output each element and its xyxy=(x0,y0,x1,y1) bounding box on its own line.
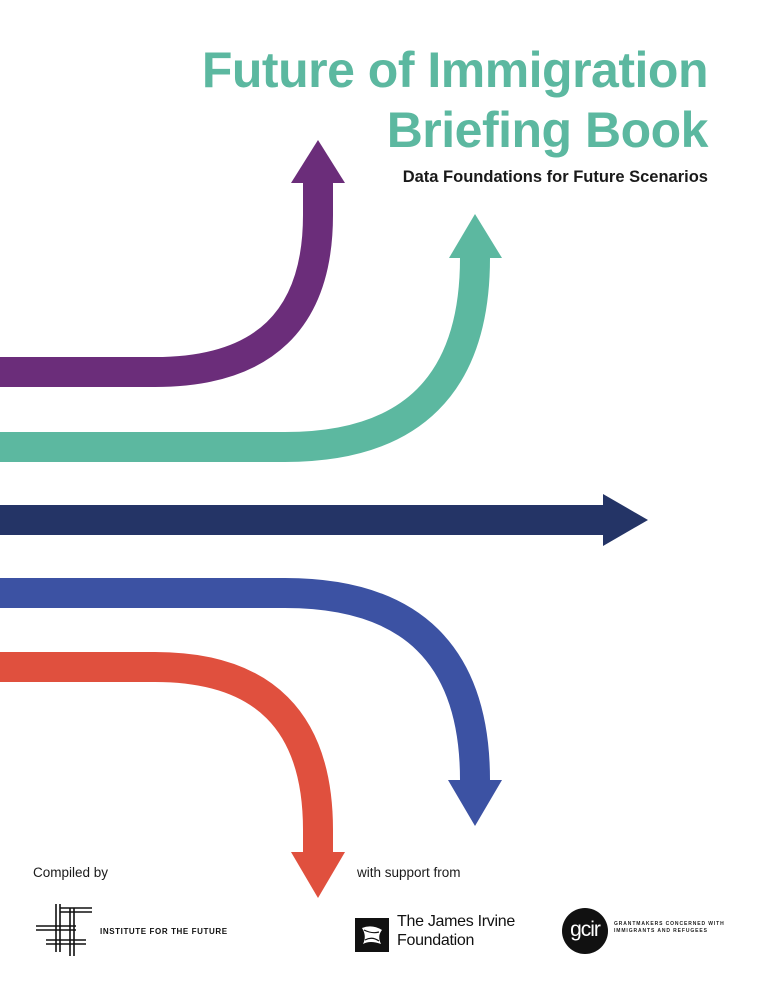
support-from-label: with support from xyxy=(357,865,461,880)
red-arrow xyxy=(0,652,345,898)
cover-title-line-2: Briefing Book xyxy=(386,102,709,158)
gcir-name: GRANTMAKERS CONCERNED WITH IMMIGRANTS AN… xyxy=(614,921,725,935)
gcir-name-line-1: GRANTMAKERS CONCERNED WITH xyxy=(614,921,725,927)
cover-title-block: Future of Immigration Briefing Book Data… xyxy=(201,40,709,187)
navy-arrow xyxy=(0,494,648,546)
teal-arrow xyxy=(0,214,502,462)
gcir-name-line-2: IMMIGRANTS AND REFUGEES xyxy=(614,928,708,934)
blue-arrow xyxy=(0,578,502,826)
compiled-by-label: Compiled by xyxy=(33,865,109,880)
iftf-logo-icon xyxy=(36,904,92,956)
irvine-name-line-1: The James Irvine xyxy=(397,913,515,930)
purple-arrow xyxy=(0,140,345,387)
irvine-name: The James Irvine Foundation xyxy=(397,912,515,950)
irvine-name-line-2: Foundation xyxy=(397,932,475,949)
cover-subtitle: Data Foundations for Future Scenarios xyxy=(402,168,708,186)
irvine-logo-icon xyxy=(355,918,389,952)
gcir-logo-icon: gcir xyxy=(562,908,608,954)
gcir-logo-mark: gcir xyxy=(570,918,601,941)
iftf-name: INSTITUTE FOR THE FUTURE xyxy=(100,927,228,936)
cover-title-line-1: Future of Immigration xyxy=(201,42,709,98)
